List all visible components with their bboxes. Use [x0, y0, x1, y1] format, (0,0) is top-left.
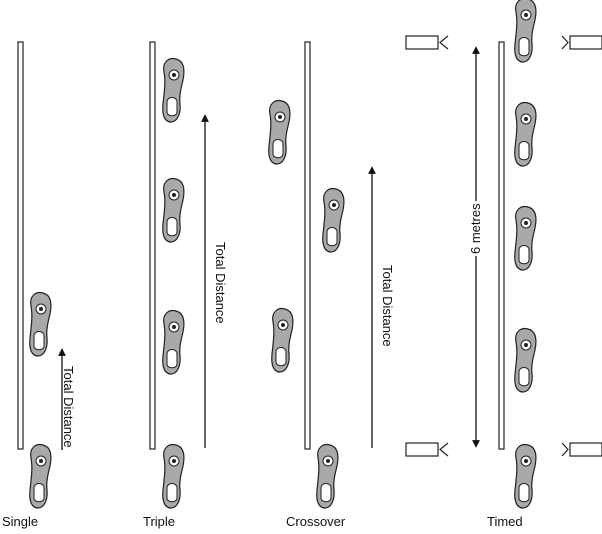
distance-label-crossover: Total Distance	[380, 265, 395, 347]
track-line-timed	[498, 41, 505, 450]
foot-icon	[162, 309, 185, 375]
caption-crossover: Crossover	[286, 514, 346, 529]
foot-icon	[514, 327, 537, 393]
distance-label-triple: Total Distance	[213, 242, 228, 324]
track-line-single	[17, 41, 24, 450]
foot-icon	[162, 57, 185, 123]
track-line-triple	[149, 41, 156, 450]
foot-icon	[162, 177, 185, 243]
foot-icon	[514, 0, 537, 63]
foot-icon	[514, 205, 537, 271]
foot-icon	[514, 101, 537, 167]
distance-label-timed: 6 metres	[468, 201, 483, 256]
caption-timed: Timed	[487, 514, 523, 529]
track-line-crossover	[304, 41, 311, 450]
foot-icon	[268, 99, 291, 165]
timing-gate-icon	[405, 35, 449, 50]
timing-gate-icon	[561, 35, 602, 50]
foot-icon	[322, 187, 345, 253]
distance-label-single: Total Distance	[61, 366, 76, 448]
caption-triple: Triple	[143, 514, 176, 529]
timing-gate-icon	[561, 442, 602, 457]
foot-icon	[271, 307, 294, 373]
caption-single: Single	[2, 514, 39, 529]
foot-icon	[29, 443, 52, 509]
foot-icon	[514, 443, 537, 509]
timing-gate-icon	[405, 442, 449, 457]
foot-icon	[29, 291, 52, 357]
foot-icon	[316, 443, 339, 509]
foot-icon	[162, 443, 185, 509]
